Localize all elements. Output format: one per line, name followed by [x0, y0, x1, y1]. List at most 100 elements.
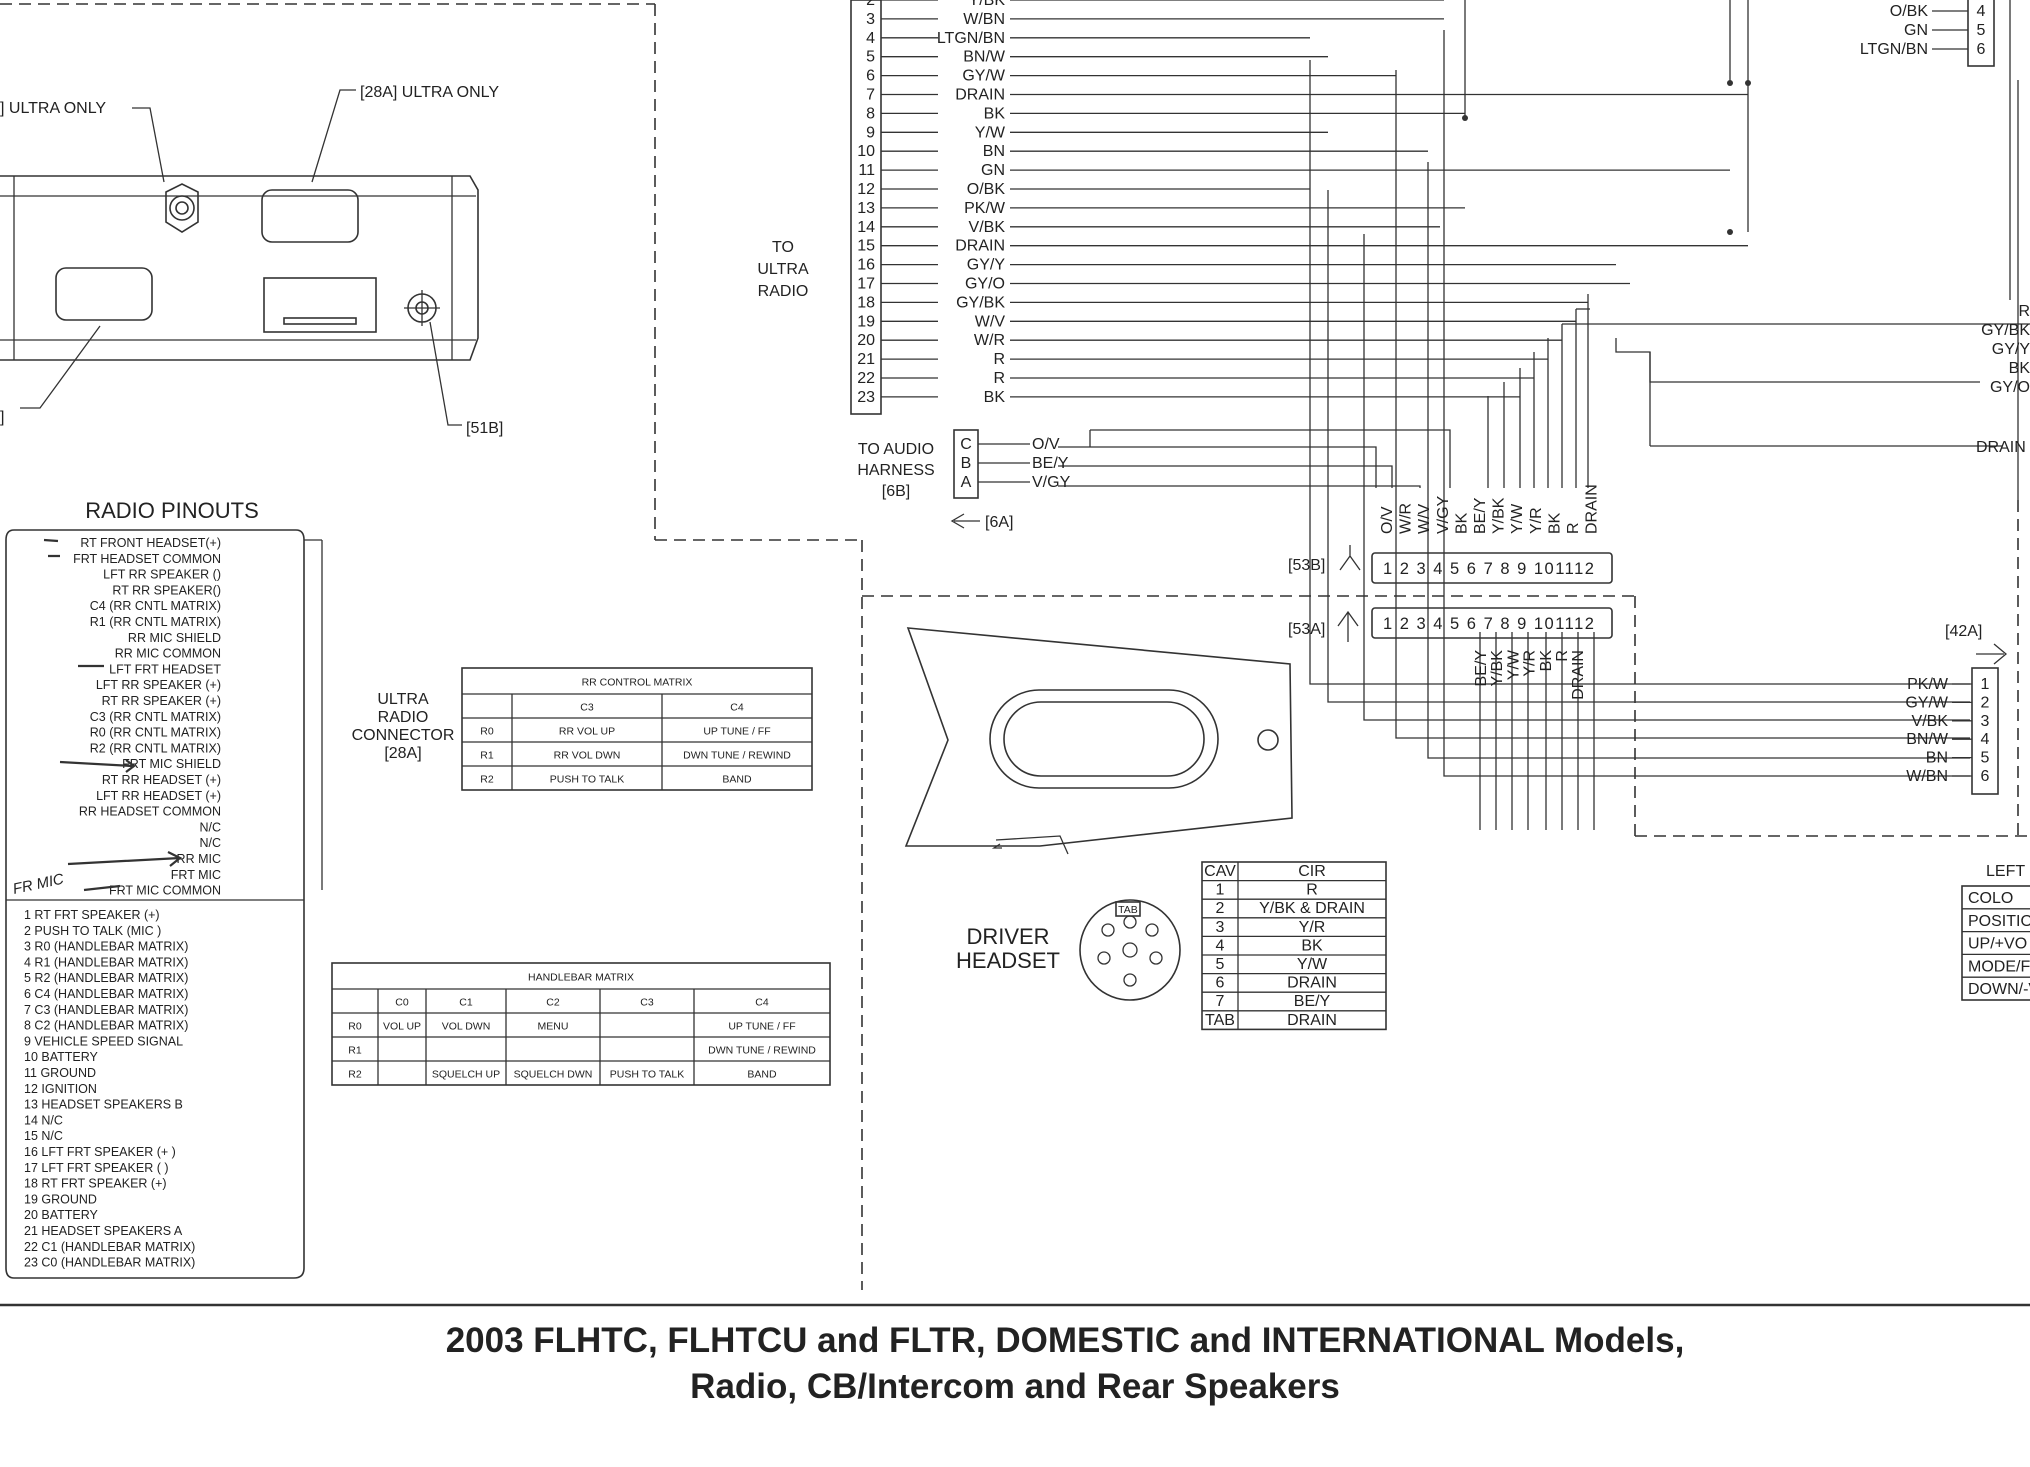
table-header-cell: C3 [580, 701, 594, 713]
conn-53b-wire-label: W/V [1416, 503, 1433, 534]
ultra-pin-number: 16 [857, 257, 875, 274]
ultra-pin-color: BK [984, 389, 1006, 406]
conn-42a-label: [42A] [1945, 623, 1982, 640]
right-top-color: O/BK [1890, 3, 1929, 20]
conn-42a-color: PK/W [1907, 676, 1949, 693]
pinout-upper-label: LFT RR HEADSET (+) [96, 789, 221, 803]
ultra-pin-number: 23 [857, 389, 875, 406]
table-cell: R0 [480, 725, 494, 737]
table-cell: BAND [722, 773, 752, 785]
right-mid-label: R [2018, 303, 2030, 320]
pinout-lower-label: 18 RT FRT SPEAKER (+) [24, 1177, 167, 1191]
table-cell: BAND [747, 1068, 777, 1080]
table-cell: R1 [480, 749, 494, 761]
left-table-row: MODE/F [1968, 958, 2030, 975]
right-mid-label: GY/O [1990, 379, 2030, 396]
ultra-pin-color: GY/W [962, 68, 1006, 85]
region-outlines [0, 3, 2030, 1307]
table-border [1201, 861, 1387, 1031]
pinout-lower-label: 1 RT FRT SPEAKER (+) [24, 908, 160, 922]
ultra-pin-number: 9 [866, 124, 875, 141]
headset-table-cir: Y/R [1299, 919, 1326, 936]
pinout-lower-label: 3 R0 (HANDLEBAR MATRIX) [24, 940, 188, 954]
right-mid-label: GY/Y [1992, 341, 2030, 358]
table-header-cell: C0 [395, 996, 409, 1008]
table-header-cell: C4 [755, 996, 769, 1008]
urc-line-2: RADIO [378, 709, 429, 726]
headset-table-cir: Y/BK & DRAIN [1259, 900, 1365, 917]
table-cell: R2 [348, 1068, 362, 1080]
left-table-row: UP/+VO [1968, 936, 2027, 953]
conn-42a-color: BN/W [1906, 731, 1949, 748]
pinout-upper-label: FRT MIC [171, 868, 221, 882]
radio-unit: ] ULTRA ONLY [28A] ULTRA ONLY [51B] ] [0, 84, 503, 437]
left-table-row: POSITIO [1968, 913, 2030, 930]
pinout-upper-label: R2 (RR CNTL MATRIX) [90, 741, 221, 755]
headset-table-cav: 4 [1216, 937, 1225, 954]
pinout-upper-label: C4 (RR CNTL MATRIX) [90, 599, 221, 613]
ultra-pin-number: 19 [857, 313, 875, 330]
radio-pinouts: RADIO PINOUTS RT FRONT HEADSET(+)FRT HEA… [5, 498, 323, 1279]
table-cell: SQUELCH UP [432, 1068, 500, 1080]
pinout-upper-label: N/C [199, 836, 221, 850]
table-cell: SQUELCH DWN [514, 1068, 593, 1080]
table-cell: UP TUNE / FF [728, 1020, 795, 1032]
handwritten-fr-mic: FR MIC [11, 871, 65, 898]
conn-53b-wire-label: O/V [1379, 506, 1396, 534]
pinout-lower-label: 6 C4 (HANDLEBAR MATRIX) [24, 987, 188, 1001]
conn-53a-wire-label: Y/W [1505, 649, 1522, 680]
conn-53b-wire-label: R [1565, 522, 1582, 534]
pinout-lower-label: 13 HEADSET SPEAKERS B [24, 1098, 183, 1112]
headset-connector-icon [1079, 899, 1181, 1001]
conn-42a-pin: 1 [1981, 676, 1990, 693]
conn-53a-wire-label: Y/R [1522, 650, 1539, 677]
conn-42a-pin: 3 [1981, 713, 1990, 730]
table-title: HANDLEBAR MATRIX [528, 972, 634, 984]
conn-53b-wire-label: DRAIN [1584, 484, 1601, 534]
pinout-lower-label: 10 BATTERY [24, 1050, 99, 1064]
table-border [461, 667, 813, 791]
ultra-pin-color: DRAIN [955, 238, 1005, 255]
right-top-color: LTGN/BN [1860, 41, 1928, 58]
ah-line-1: TO AUDIO [858, 441, 934, 458]
ultra-pin-color: LTGN/BN [937, 30, 1005, 47]
ultra-pin-color: BK [984, 105, 1006, 122]
table-header-cell: C1 [459, 996, 473, 1008]
pinout-lower-label: 23 C0 (HANDLEBAR MATRIX) [24, 1256, 195, 1270]
headset-table-cir: DRAIN [1287, 1012, 1337, 1029]
pinout-lower-label: 16 LFT FRT SPEAKER (+ ) [24, 1145, 176, 1159]
urc-line-4: [28A] [384, 745, 421, 762]
pinout-lower-label: 14 N/C [24, 1113, 63, 1127]
tur-line-2: ULTRA [757, 261, 809, 278]
conn-53a-wire-label: R [1554, 650, 1571, 662]
ref-bracket: ] [0, 409, 4, 426]
ultra-pin-color: GY/BK [956, 294, 1005, 311]
pinout-upper-label: RT RR SPEAKER() [112, 583, 221, 597]
title-line-1: 2003 FLHTC, FLHTCU and FLTR, DOMESTIC an… [446, 1321, 1685, 1360]
headset-table-cav: 2 [1216, 900, 1225, 917]
left-table-row: COLO [1968, 890, 2013, 907]
headset-table-cir: R [1306, 882, 1318, 899]
headset-table-cir: DRAIN [1287, 975, 1337, 992]
ultra-pin-number: 17 [857, 276, 875, 293]
table-cell: VOL UP [383, 1020, 421, 1032]
pinout-upper-label: N/C [199, 820, 221, 834]
pinout-upper-label: LFT FRT HEADSET [109, 662, 221, 676]
ultra-pin-color: Y/BK [969, 0, 1006, 9]
headset-table-cav: 6 [1216, 975, 1225, 992]
ultra-pin-color: GY/O [965, 276, 1005, 293]
conn-53a-label: [53A] [1288, 621, 1325, 638]
pinouts-upper-list: RT FRONT HEADSET(+)FRT HEADSET COMMONLFT… [73, 536, 221, 898]
ultra-pin-color: R [993, 370, 1005, 387]
table-header-cell: C3 [640, 996, 654, 1008]
pinout-upper-label: LFT RR SPEAKER () [103, 568, 221, 582]
pinout-lower-label: 5 R2 (HANDLEBAR MATRIX) [24, 971, 188, 985]
tur-line-1: TO [772, 239, 794, 256]
